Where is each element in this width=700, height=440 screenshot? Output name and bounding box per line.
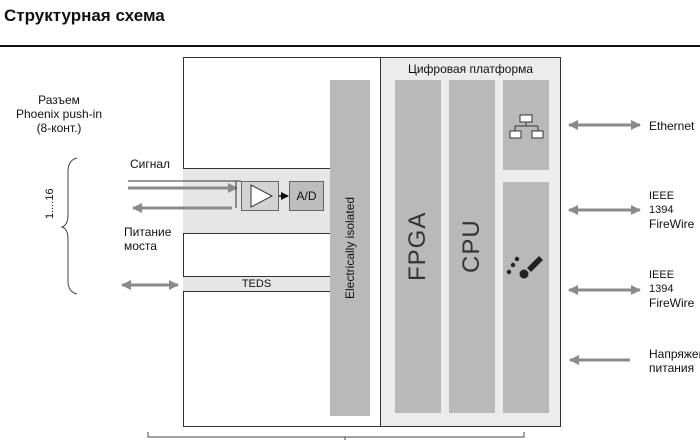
ieee1394-2-text: IEEE 1394 xyxy=(649,269,675,295)
firewire-port-1-label: IEEE 1394 FireWire xyxy=(649,189,700,231)
signal-label: Сигнал xyxy=(130,157,171,171)
bridge-power-label: Питание моста xyxy=(124,225,171,253)
teds-label: TEDS xyxy=(241,278,272,290)
bottom-bracket xyxy=(147,432,525,440)
page-title: Структурная схема xyxy=(4,6,165,25)
firewire-1-text: FireWire xyxy=(649,217,695,231)
title-divider xyxy=(0,45,700,47)
ethernet-port-label: Ethernet xyxy=(649,119,695,133)
firewire-2-text: FireWire xyxy=(649,296,695,310)
connector-label-line3: (8-конт.) xyxy=(36,121,82,135)
connector-label-line2: Phoenix push-in xyxy=(15,107,103,121)
connector-brace xyxy=(60,157,78,295)
firewire-block xyxy=(503,182,549,413)
ad-converter-label: A/D xyxy=(296,189,317,203)
bridge-power-line1: Питание xyxy=(124,225,172,239)
network-icon xyxy=(509,114,544,139)
ieee1394-1-text: IEEE 1394 xyxy=(649,190,675,216)
connector-label-line1: Разъем xyxy=(38,93,80,107)
power-supply-line2: питания xyxy=(649,361,695,375)
teds-band xyxy=(183,276,330,292)
power-supply-line1: Напряжение xyxy=(649,347,700,361)
ad-converter-box xyxy=(289,181,324,211)
firewire-port-2-label: IEEE 1394 FireWire xyxy=(649,268,700,310)
connector-label: Разъем Phoenix push-in (8-конт.) xyxy=(0,93,118,135)
amplifier-icon xyxy=(250,184,274,208)
bridge-power-line2: моста xyxy=(124,239,157,253)
digital-platform-title: Цифровая платформа xyxy=(407,62,534,76)
firewire-icon xyxy=(506,256,543,279)
power-supply-label: Напряжение питания xyxy=(649,347,700,375)
